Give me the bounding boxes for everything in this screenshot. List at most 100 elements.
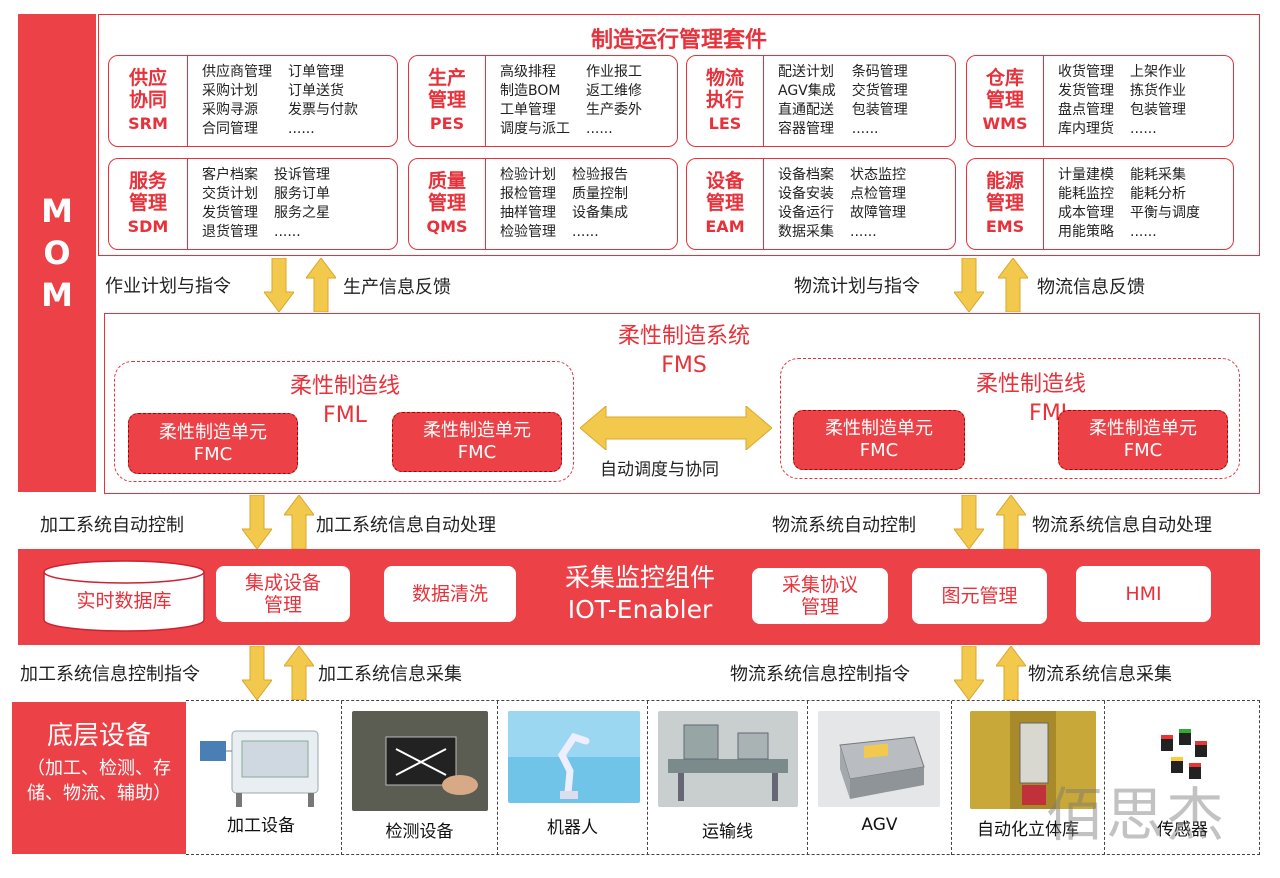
machine-icon xyxy=(192,711,330,811)
module-item: 制造BOM xyxy=(500,83,561,99)
flow-label: 生产信息反馈 xyxy=(343,277,451,298)
module-item: 交货计划 xyxy=(202,186,258,202)
module-item: 计量建模 xyxy=(1058,167,1114,183)
arrow-down-icon xyxy=(242,646,272,700)
module-name2: 管理 xyxy=(985,89,1024,111)
module-item: 能耗分析 xyxy=(1130,186,1186,202)
iot-title: 采集监控组件 IOT-Enabler xyxy=(530,562,750,626)
device-cell: 机器人 xyxy=(498,701,648,855)
module-name1: 能源 xyxy=(985,170,1024,192)
fml-title-cn: 柔性制造线 xyxy=(289,374,400,399)
flow-label: 物流系统自动控制 xyxy=(772,515,916,536)
flow-label: 作业计划与指令 xyxy=(105,276,231,297)
module-name2: 管理 xyxy=(985,192,1024,214)
module-abbr: WMS xyxy=(982,114,1028,133)
coord-label: 自动调度与协同 xyxy=(600,460,719,480)
module-item: 检验管理 xyxy=(500,224,556,240)
module-item: 包装管理 xyxy=(1130,102,1186,118)
iot-graphic-box: 图元管理 xyxy=(912,568,1047,624)
module-item: 库内理货 xyxy=(1058,121,1114,137)
arrow-down-icon xyxy=(954,495,984,549)
module-item: 客户档案 xyxy=(202,167,258,183)
module-item: 成本管理 xyxy=(1058,205,1114,221)
fmc-unit: 柔性制造单元 FMC xyxy=(128,413,298,474)
module-abbr: EMS xyxy=(985,217,1025,236)
flow-label: 物流系统信息控制指令 xyxy=(730,664,910,685)
warehouse-icon xyxy=(970,711,1096,809)
module-item: 质量控制 xyxy=(572,186,628,202)
module-item: 发货管理 xyxy=(1058,83,1114,99)
module-item: 高级排程 xyxy=(500,64,556,80)
module-item: ...... xyxy=(1130,121,1157,137)
fmc-title-en: FMC xyxy=(193,443,233,465)
fmc-title-cn: 柔性制造单元 xyxy=(159,421,267,443)
module-name1: 服务 xyxy=(128,170,167,192)
module-abbr: PES xyxy=(429,114,465,133)
arrow-down-icon xyxy=(264,258,294,312)
module-name2: 管理 xyxy=(128,192,167,214)
flow-label: 加工系统信息控制指令 xyxy=(20,664,200,685)
iot-clean-box: 数据清洗 xyxy=(384,566,516,622)
device-name: 运输线 xyxy=(702,822,753,842)
module-item: 返工维修 xyxy=(586,83,642,99)
arrow-up-icon xyxy=(284,646,314,700)
module-item: 状态监控 xyxy=(850,167,906,183)
device-name: 传感器 xyxy=(1157,820,1208,840)
module-item: ...... xyxy=(851,121,879,137)
module-item: 采购计划 xyxy=(202,83,258,99)
fml-group-left xyxy=(114,361,574,482)
module-item: 采购寻源 xyxy=(202,102,258,118)
device-cell: 检测设备 xyxy=(342,701,498,855)
module-item: 配送计划 xyxy=(778,64,834,80)
module-item: 故障管理 xyxy=(850,205,906,221)
module-item: 交货管理 xyxy=(851,83,908,99)
module-item: 拣货作业 xyxy=(1130,83,1186,99)
conveyor-icon xyxy=(658,711,798,807)
module-item: 条码管理 xyxy=(851,64,908,80)
fml-title: 柔性制造线 FML xyxy=(250,372,440,430)
module-name2: 管理 xyxy=(427,89,466,111)
device-cell: 加工设备 xyxy=(186,701,342,855)
device-layer-title: 底层设备 xyxy=(46,721,151,751)
arrow-down-icon xyxy=(242,495,272,549)
device-name: AGV xyxy=(861,815,898,835)
arrow-up-icon xyxy=(284,495,314,549)
module-item: 平衡与调度 xyxy=(1130,205,1200,221)
mom-letter: O xyxy=(43,234,71,272)
module-item: ...... xyxy=(572,224,599,240)
module-item: 包装管理 xyxy=(851,102,908,118)
device-layer-sub: （加工、检测、存储、物流、辅助） xyxy=(27,758,171,804)
module-item: AGV集成 xyxy=(778,83,836,99)
module-item: 能耗采集 xyxy=(1130,167,1186,183)
module-name1: 供应 xyxy=(128,67,167,89)
fmc-unit: 柔性制造单元 FMC xyxy=(1058,410,1228,470)
module-name1: 物流 xyxy=(705,67,744,89)
module-item: 设备档案 xyxy=(778,167,834,183)
module-item: 用能策略 xyxy=(1058,224,1114,240)
arrow-down-icon xyxy=(954,646,984,700)
module-item: 发票与付款 xyxy=(288,102,358,118)
module-abbr: SRM xyxy=(128,114,168,133)
flow-label: 物流计划与指令 xyxy=(794,276,920,297)
module-item: 直通配送 xyxy=(778,102,834,118)
fmc-title-cn: 柔性制造单元 xyxy=(825,418,933,439)
arrow-up-icon xyxy=(998,258,1028,312)
device-name: 自动化立体库 xyxy=(977,820,1079,840)
device-cell: 传感器 xyxy=(1105,701,1260,855)
fms-title-cn: 柔性制造系统 xyxy=(617,324,750,349)
device-cell: 运输线 xyxy=(648,701,808,855)
fmc-title-cn: 柔性制造单元 xyxy=(1089,418,1197,439)
module-item: 设备集成 xyxy=(572,205,628,221)
module-item: 检验报告 xyxy=(572,167,628,183)
module-name1: 设备 xyxy=(705,170,744,192)
module-item: 合同管理 xyxy=(202,121,258,137)
